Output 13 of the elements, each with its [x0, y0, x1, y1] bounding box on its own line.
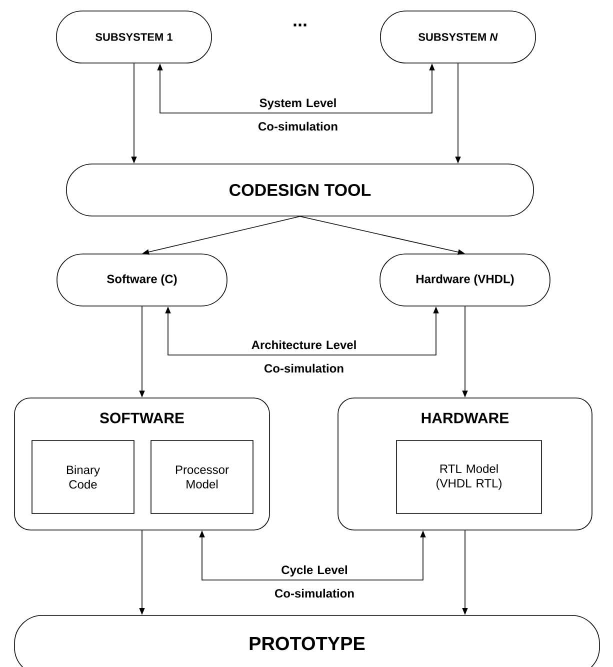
edge-label: Cycle Level Co-simulation: [274, 565, 354, 598]
component-box: Processor Model: [150, 440, 254, 514]
component-box: Binary Code: [32, 440, 134, 514]
tool-node: CODESIGN TOOL: [66, 164, 534, 216]
subsystem-node: SUBSYSTEM 1: [56, 10, 212, 64]
subsystem-node: SUBSYSTEM N: [380, 10, 536, 64]
prototype-node: PROTOTYPE: [14, 615, 600, 667]
component-box: RTL Model (VHDL RTL): [396, 440, 542, 514]
edge-label: System Level Co-simulation: [258, 98, 338, 131]
edge-label: Architecture Level Co-simulation: [252, 340, 356, 373]
language-node: Software (C): [56, 254, 228, 306]
language-node: Hardware (VHDL): [380, 254, 550, 306]
ellipsis-label: ...: [294, 24, 306, 26]
